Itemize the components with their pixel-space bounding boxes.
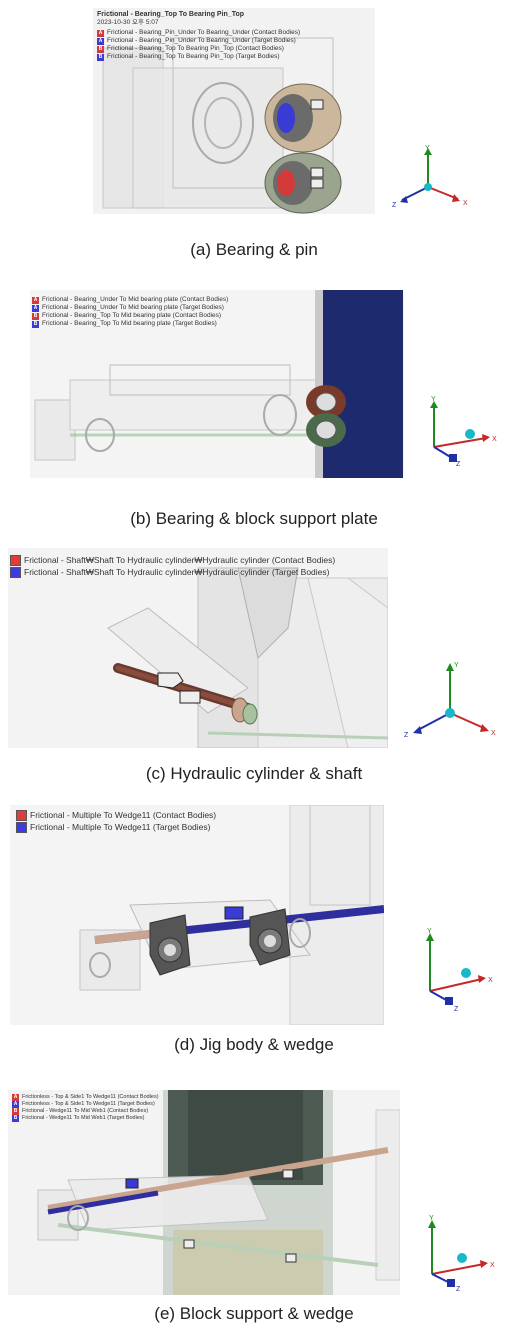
axis-triad-b: Y X Z (430, 396, 497, 467)
legend-swatch (16, 821, 27, 833)
legend-item-label: Frictional - Bearing_Under To Mid bearin… (42, 296, 229, 303)
axis-triad-d: Y X Z (426, 928, 493, 1013)
legend-item-label: Frictional - Bearing_Pin_Under To Bearin… (107, 37, 296, 44)
legend-swatch: A (97, 37, 104, 45)
legend-swatch: B (97, 53, 104, 61)
axis-y-label: Y (425, 145, 430, 152)
legend-swatch: A (97, 29, 104, 37)
jig-body-model (10, 805, 384, 1025)
legend-item-label: Frictional - Multiple To Wedge11 (Contac… (30, 810, 217, 820)
axis-z-label: Z (404, 732, 409, 739)
bearing-pin-model (93, 8, 375, 214)
axis-x-label: X (490, 1262, 495, 1269)
panel-a-legend: Frictional - Bearing_Top To Bearing Pin_… (97, 11, 300, 61)
legend-item-label: Frictional - Bearing_Top To Bearing Pin_… (107, 53, 280, 60)
bearing-plate-model (30, 290, 404, 478)
legend-item-label: Frictionless - Top & Side1 To Wedge11 (C… (22, 1094, 159, 1100)
axis-triad-c: Y X Z (404, 662, 496, 739)
legend-item-label: Frictional - Bearing_Under To Mid bearin… (42, 304, 224, 311)
caption-d: (d) Jig body & wedge (174, 1035, 334, 1054)
caption-c: (c) Hydraulic cylinder & shaft (145, 764, 363, 783)
legend-timestamp: 2023-10-30 오후 5:07 (97, 19, 159, 26)
block-support-model (8, 1090, 400, 1295)
legend-swatch: A (32, 304, 39, 312)
panel-d-image: Frictional - Multiple To Wedge11 (Contac… (10, 805, 384, 1025)
axis-x-label: X (492, 436, 497, 443)
legend-item-label: Frictional - Bearing_Top To Bearing Pin_… (107, 45, 284, 52)
legend-item: Frictional - Shaft₩Shaft To Hydraulic cy… (10, 554, 335, 566)
legend-swatch (10, 554, 21, 566)
legend-swatch: B (12, 1115, 19, 1122)
legend-swatch (16, 809, 27, 821)
legend-swatch: B (32, 312, 39, 320)
axis-y-label: Y (427, 928, 432, 935)
panel-d-legend: Frictional - Multiple To Wedge11 (Contac… (16, 809, 216, 833)
legend-header: Frictional - Bearing_Top To Bearing Pin_… (97, 11, 245, 18)
legend-item-label: Frictional - Shaft₩Shaft To Hydraulic cy… (24, 567, 330, 577)
axis-z-label: Z (456, 1286, 461, 1292)
axis-x-label: X (491, 730, 496, 737)
legend-item: Frictional - Shaft₩Shaft To Hydraulic cy… (10, 566, 335, 578)
legend-swatch: B (12, 1108, 19, 1115)
caption-a: (a) Bearing & pin (190, 240, 318, 259)
caption-b: (b) Bearing & block support plate (130, 509, 378, 528)
legend-item-label: Frictional - Multiple To Wedge11 (Target… (30, 822, 211, 832)
axis-y-label: Y (429, 1215, 434, 1222)
axis-z-label: Z (454, 1006, 459, 1013)
legend-item-label: Frictional - Bearing_Top To Mid bearing … (42, 320, 217, 327)
panel-c-legend: Frictional - Shaft₩Shaft To Hydraulic cy… (10, 554, 335, 578)
panel-c-image: Frictional - Shaft₩Shaft To Hydraulic cy… (8, 548, 388, 748)
legend-item-label: Frictional - Bearing_Pin_Under To Bearin… (107, 29, 301, 36)
legend-item-label: Frictional - Shaft₩Shaft To Hydraulic cy… (24, 555, 336, 565)
panel-a-image: Frictional - Bearing_Top To Bearing Pin_… (93, 8, 375, 214)
legend-item: Frictional - Multiple To Wedge11 (Target… (16, 821, 216, 833)
axis-y-label: Y (431, 396, 436, 403)
axis-triad-a: Y X Z (392, 145, 468, 209)
legend-swatch: B (97, 45, 104, 53)
axis-x-label: X (463, 200, 468, 207)
hydraulic-cylinder-model (8, 548, 388, 748)
axis-y-label: Y (454, 662, 459, 669)
legend-swatch (10, 566, 21, 578)
legend-swatch: A (12, 1101, 19, 1108)
axis-triad-e: Y X Z (428, 1215, 495, 1292)
legend-swatch: B (32, 320, 39, 328)
legend-item: Frictional - Multiple To Wedge11 (Contac… (16, 809, 216, 821)
axis-x-label: X (488, 977, 493, 984)
legend-item-label: Frictionless - Top & Side1 To Wedge11 (T… (22, 1101, 155, 1107)
legend-item-label: Frictional - Bearing_Top To Mid bearing … (42, 312, 222, 319)
legend-item-label: Frictional - Wedge11 To Mid Web1 (Target… (22, 1115, 145, 1121)
legend-swatch: A (12, 1094, 19, 1101)
legend-item-label: Frictional - Wedge11 To Mid Web1 (Contac… (22, 1108, 149, 1114)
caption-e: (e) Block support & wedge (154, 1304, 354, 1323)
axis-z-label: Z (456, 461, 461, 467)
legend-swatch: A (32, 296, 39, 304)
axis-z-label: Z (392, 202, 397, 209)
